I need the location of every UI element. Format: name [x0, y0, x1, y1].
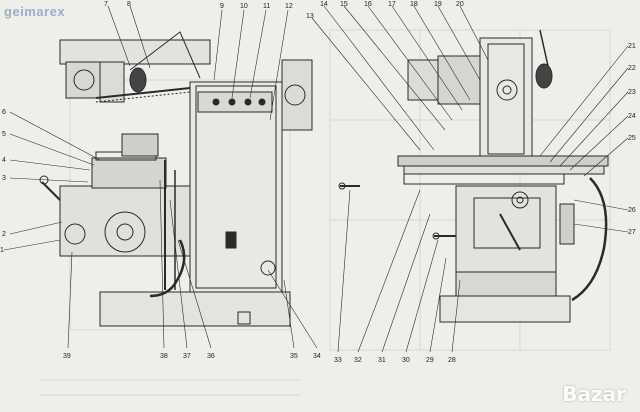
callout-19: 19 — [434, 1, 442, 8]
callout-2: 2 — [2, 231, 6, 238]
callout-37: 37 — [183, 353, 191, 360]
callout-4: 4 — [2, 157, 6, 164]
callout-16: 16 — [364, 1, 372, 8]
callout-38: 38 — [160, 353, 168, 360]
callout-29: 29 — [426, 357, 434, 364]
callout-35: 35 — [290, 353, 298, 360]
callout-31: 31 — [378, 357, 386, 364]
callout-8: 8 — [127, 1, 131, 8]
callout-25: 25 — [628, 135, 636, 142]
callout-6: 6 — [2, 109, 6, 116]
callout-32: 32 — [354, 357, 362, 364]
callout-13: 13 — [306, 13, 314, 20]
callout-12: 12 — [285, 3, 293, 10]
callout-24: 24 — [628, 113, 636, 120]
callout-numbers-right: 13 14 15 16 17 18 19 20 21 22 23 24 25 2… — [306, 1, 636, 364]
watermark-top: geimarex — [4, 4, 66, 19]
callout-9: 9 — [220, 3, 224, 10]
callout-15: 15 — [340, 1, 348, 8]
callout-5: 5 — [2, 131, 6, 138]
left-view — [39, 31, 313, 327]
callout-numbers-left: 7 8 9 10 11 12 6 5 4 3 2 1 39 38 37 36 3… — [0, 1, 321, 360]
callout-22: 22 — [628, 65, 636, 72]
leader-lines — [3, 5, 629, 353]
callout-23: 23 — [628, 89, 636, 96]
right-view — [338, 29, 609, 323]
callout-21: 21 — [628, 43, 636, 50]
callout-10: 10 — [240, 3, 248, 10]
callout-20: 20 — [456, 1, 464, 8]
callout-14: 14 — [320, 1, 328, 8]
callout-39: 39 — [63, 353, 71, 360]
callout-3: 3 — [2, 175, 6, 182]
callout-34: 34 — [313, 353, 321, 360]
callout-36: 36 — [207, 353, 215, 360]
watermark-bottom: Bazar — [562, 382, 626, 406]
callout-17: 17 — [388, 1, 396, 8]
callout-11: 11 — [263, 3, 270, 10]
callout-27: 27 — [628, 229, 636, 236]
callout-28: 28 — [448, 357, 456, 364]
callout-1: 1 — [0, 247, 4, 254]
callout-7: 7 — [104, 1, 108, 8]
callout-18: 18 — [410, 1, 418, 8]
callout-33: 33 — [334, 357, 342, 364]
callout-30: 30 — [402, 357, 410, 364]
callout-26: 26 — [628, 207, 636, 214]
